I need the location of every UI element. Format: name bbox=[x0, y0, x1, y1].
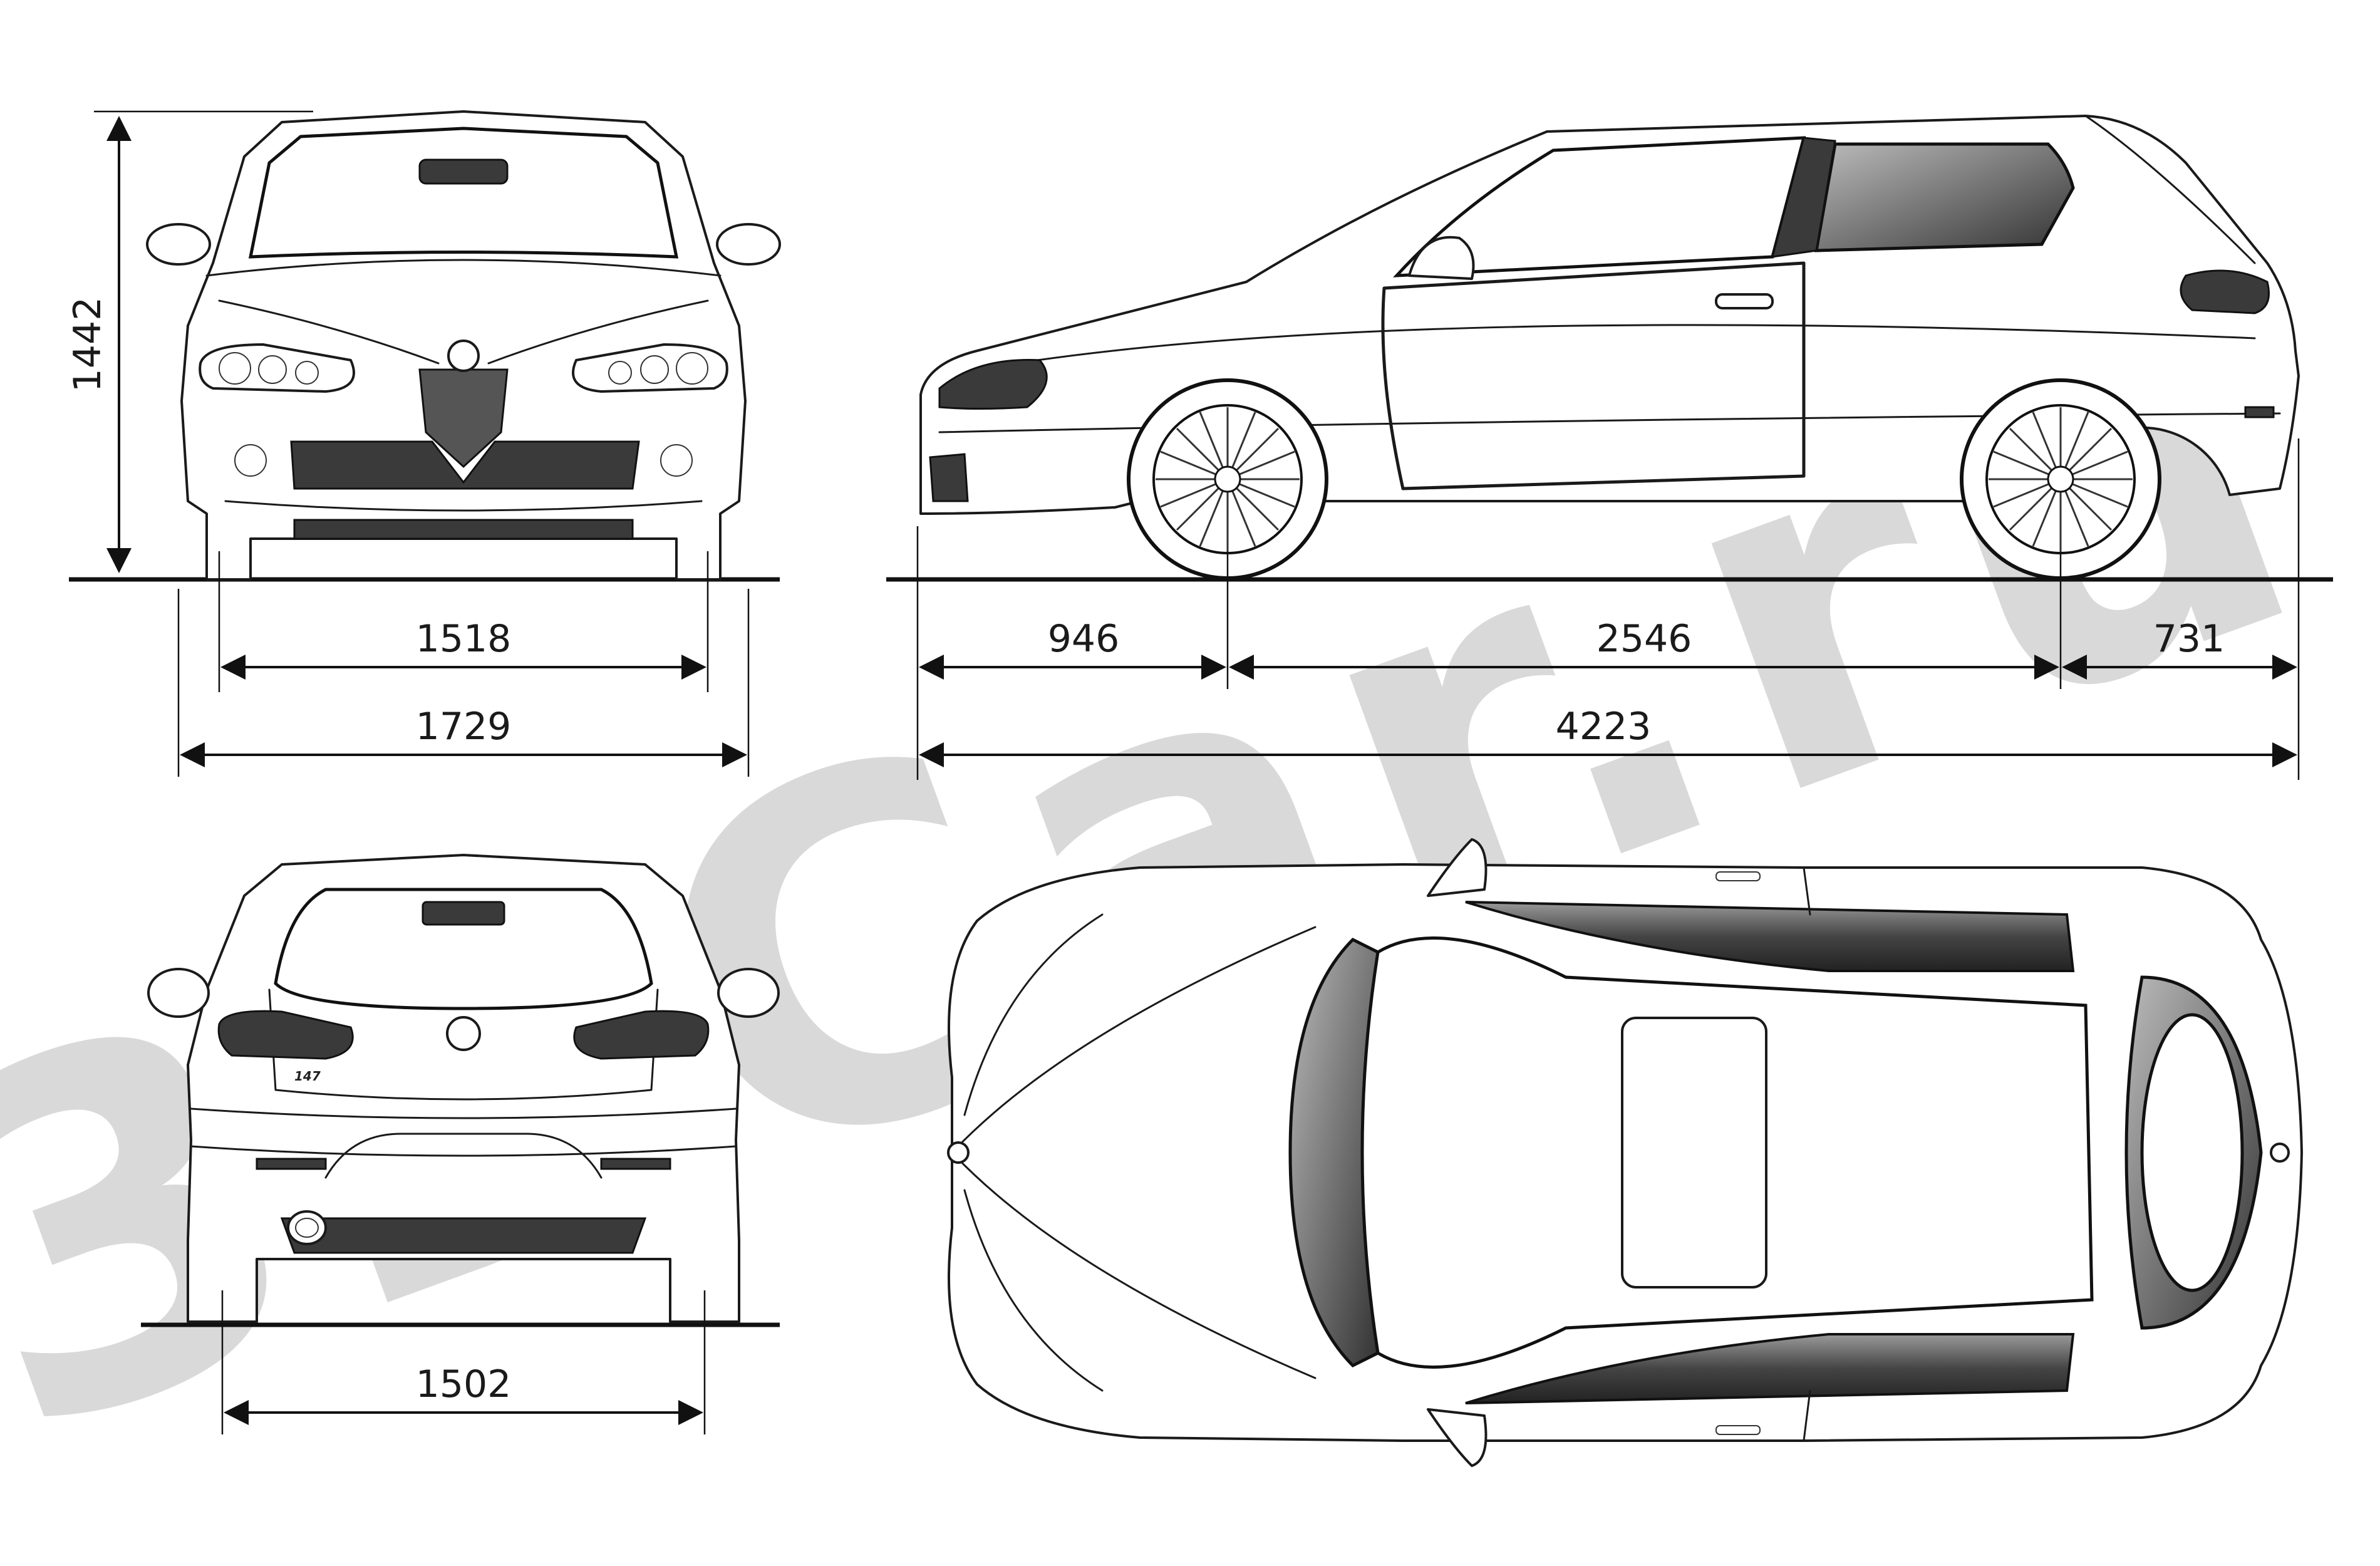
side-headlight-icon bbox=[938, 359, 1048, 410]
side-front-wheel-icon bbox=[1127, 378, 1328, 580]
width-label: 1729 bbox=[416, 705, 512, 749]
rear-diffuser-outline bbox=[324, 1133, 603, 1179]
side-mirror-icon bbox=[1408, 236, 1475, 280]
top-front-badge-icon bbox=[947, 1141, 970, 1164]
side-rear-reflector-icon bbox=[2244, 406, 2275, 418]
length-label: 4223 bbox=[1556, 705, 1652, 749]
side-front-intake bbox=[929, 453, 969, 502]
height-arrow-bottom-icon bbox=[106, 548, 132, 573]
top-windshield bbox=[1288, 937, 1380, 1368]
top-mirror-upper-icon bbox=[1427, 838, 1487, 897]
rear-mirror-right-icon bbox=[717, 968, 780, 1018]
rear-reflector-right-icon bbox=[600, 1158, 671, 1170]
height-arrow-top-icon bbox=[106, 116, 132, 141]
front-overhang-label: 946 bbox=[1048, 617, 1120, 661]
side-rear-window bbox=[1814, 142, 2075, 252]
top-hood-line-lower bbox=[963, 1189, 1104, 1392]
front-foglight-left-icon bbox=[234, 444, 267, 477]
front-view: 1442 1518 1729 bbox=[66, 110, 781, 777]
height-label: 1442 bbox=[66, 297, 110, 393]
front-foglight-right-icon bbox=[660, 444, 693, 477]
side-door-outline bbox=[1381, 261, 1806, 490]
front-track-label: 1518 bbox=[416, 617, 512, 661]
front-lower-intake bbox=[290, 440, 640, 490]
top-hood-line-upper bbox=[963, 913, 1104, 1116]
rear-overhang-label: 731 bbox=[2153, 617, 2225, 661]
front-undertray bbox=[293, 519, 634, 540]
top-rear-badge-icon bbox=[2270, 1143, 2290, 1163]
rear-taillight-left-icon bbox=[217, 1010, 354, 1060]
front-mirror-right-icon bbox=[716, 223, 781, 266]
rear-track-label: 1502 bbox=[416, 1362, 512, 1406]
rear-window bbox=[274, 888, 653, 1010]
front-windshield bbox=[248, 127, 679, 259]
front-shield-grille-icon bbox=[418, 368, 509, 469]
top-side-glass-upper bbox=[1465, 901, 2075, 972]
rear-exhaust-icon bbox=[287, 1210, 327, 1245]
side-b-pillar bbox=[1771, 137, 1836, 258]
rear-taillight-right-icon bbox=[573, 1010, 710, 1060]
front-mirror-tag bbox=[418, 158, 509, 185]
rear-model-badge: 147 bbox=[294, 1069, 321, 1084]
rear-view: 147 1502 bbox=[141, 854, 780, 1434]
side-view: 946 2546 731 4223 bbox=[886, 115, 2333, 780]
side-rear-wheel-icon bbox=[1960, 378, 2161, 580]
top-mirror-lower-icon bbox=[1427, 1408, 1487, 1467]
side-taillight-icon bbox=[2180, 269, 2270, 314]
front-mirror-left-icon bbox=[146, 223, 211, 266]
top-view bbox=[947, 838, 2303, 1467]
wheelbase-label: 2546 bbox=[1596, 617, 1692, 661]
side-door-handle-icon bbox=[1715, 293, 1774, 309]
rear-mirror-left-icon bbox=[147, 968, 210, 1018]
front-hood-line bbox=[205, 259, 722, 277]
rear-brake-light bbox=[422, 901, 505, 926]
rear-reflector-left-icon bbox=[256, 1158, 327, 1170]
top-side-glass-lower bbox=[1465, 1333, 2075, 1404]
rear-badge-icon bbox=[446, 1016, 481, 1051]
front-badge-icon bbox=[447, 340, 480, 372]
top-sunroof bbox=[1621, 1017, 1767, 1289]
rear-lower-valance bbox=[280, 1217, 647, 1254]
rear-hatch-outline bbox=[268, 988, 659, 1101]
